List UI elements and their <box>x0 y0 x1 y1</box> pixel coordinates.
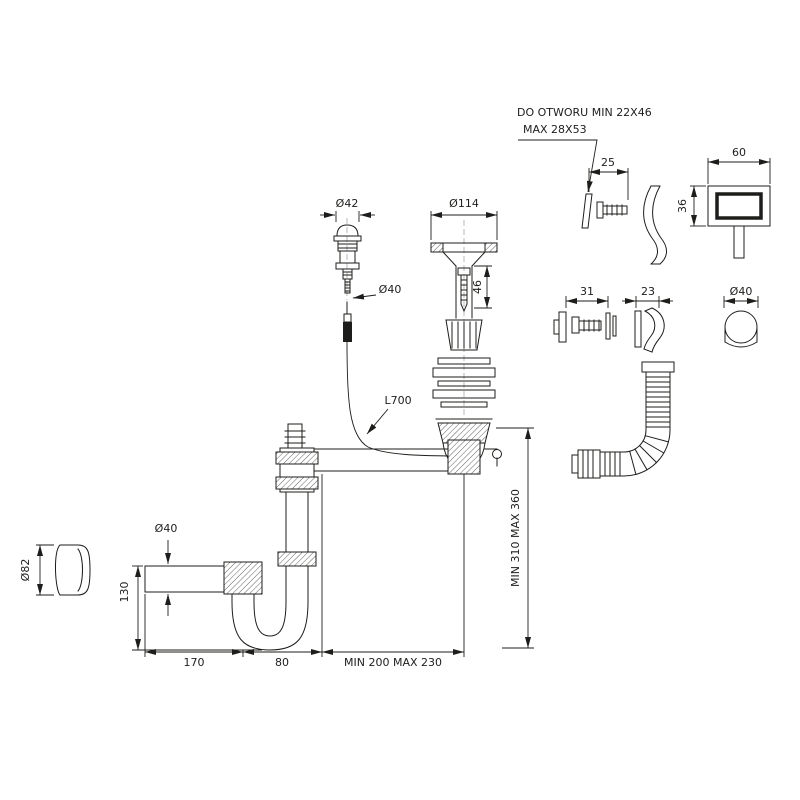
plug-thread-tip <box>344 278 351 294</box>
dim-36-label: 36 <box>676 199 689 213</box>
cable-length-label: L700 <box>384 394 411 407</box>
dim-d114-label: Ø114 <box>449 197 479 210</box>
dim-31-label: 31 <box>580 285 594 298</box>
overflow-screw <box>596 201 628 219</box>
strainer-basket <box>445 319 483 351</box>
hole-note-line1: DO OTWORU MIN 22X46 <box>517 106 652 119</box>
overflow-curved-strip <box>643 185 667 265</box>
washer <box>605 312 611 340</box>
horizontal-pipe <box>313 448 471 472</box>
bracket-parts-31: 31 <box>553 285 617 343</box>
dim-130-label: 130 <box>118 582 131 603</box>
drain-flange: Ø114 46 <box>430 197 498 415</box>
popup-cable: L700 <box>343 301 461 457</box>
bracket-screw <box>571 316 602 334</box>
hole-note-line2: MAX 28X53 <box>523 123 587 136</box>
vertical-pipe-nut <box>277 551 317 567</box>
overflow-front-plate: 60 36 <box>676 146 771 259</box>
clip-plate <box>634 310 642 348</box>
bottom-dimensions: Ø40 130 170 80 MIN 200 MAX 230 <box>118 474 465 669</box>
dim-d42-label: Ø42 <box>336 197 359 210</box>
cap-part-d40: Ø40 <box>723 285 759 348</box>
round-cap <box>724 310 758 344</box>
dim-d40-plug-label: Ø40 <box>379 283 402 296</box>
dim-d82-label: Ø82 <box>19 559 32 582</box>
washer-small <box>612 315 617 337</box>
vertical-pipe <box>285 491 309 553</box>
dim-d40-pipe-label: Ø40 <box>155 522 178 535</box>
overflow-plate-window <box>715 192 763 220</box>
gasket-stack <box>432 357 496 408</box>
dim-170-label: 170 <box>184 656 205 669</box>
drain-tail-nut <box>447 439 481 475</box>
overflow-pin-and-screw: 25 <box>581 156 667 265</box>
hole-size-note: DO OTWORU MIN 22X46 MAX 28X53 <box>517 106 652 193</box>
dim-d40-cap-label: Ø40 <box>730 285 753 298</box>
overflow-inlet-fitting <box>275 423 319 493</box>
overflow-pin-plate <box>581 193 593 229</box>
outlet-pipe <box>144 565 225 593</box>
dim-span-label: MIN 200 MAX 230 <box>344 656 442 669</box>
overflow-plate-stem <box>733 225 745 259</box>
popup-plug: Ø42 Ø40 <box>320 197 401 300</box>
u-bend-inner <box>253 591 287 637</box>
height-dimension: MIN 310 MAX 360 <box>496 427 534 649</box>
flange-screw <box>457 267 471 313</box>
corrugated-hose <box>571 361 675 479</box>
trap-junction-nut <box>223 561 263 595</box>
trap-assembly <box>144 423 481 651</box>
dim-80-label: 80 <box>275 656 289 669</box>
clip-curve <box>643 307 665 353</box>
dim-46-label: 46 <box>471 280 484 294</box>
dim-height-label: MIN 310 MAX 360 <box>509 489 522 587</box>
cable-line <box>346 341 461 457</box>
plug-dome <box>336 224 359 237</box>
hose-top-collar <box>641 361 675 373</box>
overflow-cover: Ø82 <box>19 544 91 596</box>
dim-60-label: 60 <box>732 146 746 159</box>
clip-parts-23: 23 <box>622 285 673 353</box>
dim-23-label: 23 <box>641 285 655 298</box>
cable-sleeve <box>343 322 352 342</box>
dim-25-label: 25 <box>601 156 615 169</box>
